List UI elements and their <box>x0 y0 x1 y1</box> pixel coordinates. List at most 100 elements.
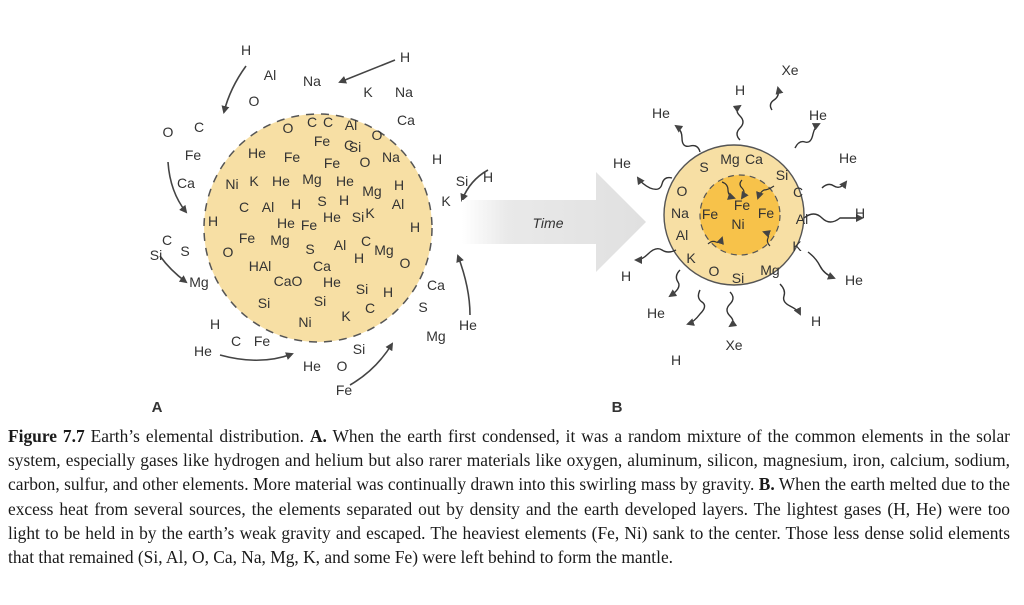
element-symbol: H <box>483 169 493 185</box>
element-symbol: K <box>686 250 696 266</box>
element-symbol: H <box>394 177 404 193</box>
element-symbol: He <box>303 358 321 374</box>
element-symbol: He <box>839 150 857 166</box>
infall-arrow <box>338 59 396 84</box>
element-symbol: S <box>305 241 314 257</box>
element-symbol: He <box>323 274 341 290</box>
element-symbol: He <box>194 343 212 359</box>
element-symbol: O <box>400 255 411 271</box>
element-symbol: Mg <box>426 328 445 344</box>
infall-arrow <box>221 65 247 114</box>
element-symbol: Si <box>150 247 162 263</box>
figure-caption: Figure 7.7 Earth’s elemental distributio… <box>8 424 1010 569</box>
core-arrow <box>707 236 724 245</box>
escape-arrows <box>634 86 864 328</box>
element-symbol: Fe <box>758 205 775 221</box>
element-symbol: He <box>272 173 290 189</box>
element-symbol: Si <box>776 167 788 183</box>
element-symbol: Fe <box>336 382 353 398</box>
escape-arrow <box>636 176 673 191</box>
element-symbol: K <box>341 308 351 324</box>
element-symbol: C <box>365 300 375 316</box>
element-symbol: H <box>383 284 393 300</box>
element-symbol: Ni <box>731 216 744 232</box>
core-arrow <box>721 181 736 200</box>
escape-arrow <box>769 86 784 111</box>
element-symbol: Al <box>264 67 276 83</box>
element-symbol: K <box>365 205 375 221</box>
element-symbol: He <box>336 173 354 189</box>
element-symbol: Si <box>456 173 468 189</box>
element-symbol: Mg <box>374 242 393 258</box>
element-symbol: H <box>811 313 821 329</box>
element-symbol: K <box>249 173 259 189</box>
element-symbol: H <box>241 42 251 58</box>
element-symbol: Si <box>352 209 364 225</box>
element-symbol: Al <box>676 227 688 243</box>
escape-arrow <box>821 180 848 190</box>
element-symbol: H <box>410 219 420 235</box>
element-symbol: Si <box>349 139 361 155</box>
element-symbol: K <box>441 193 451 209</box>
element-symbol: O <box>372 127 383 143</box>
escape-arrow <box>726 291 738 328</box>
element-symbol: He <box>652 105 670 121</box>
escape-arrow <box>668 269 681 298</box>
element-symbol: O <box>283 120 294 136</box>
element-symbol: Fe <box>185 147 202 163</box>
element-symbol: K <box>363 84 373 100</box>
element-symbol: Xe <box>725 337 742 353</box>
element-symbol: He <box>809 107 827 123</box>
element-symbol: He <box>845 272 863 288</box>
infall-arrow <box>159 255 188 284</box>
element-symbol: H <box>354 250 364 266</box>
element-symbol: Fe <box>314 133 331 149</box>
panel-b-label: B <box>612 399 623 416</box>
escape-arrow <box>807 251 836 280</box>
element-symbol: Ca <box>177 175 195 191</box>
core-arrow <box>739 179 749 200</box>
element-symbol: He <box>613 155 631 171</box>
element-symbol: Na <box>382 149 400 165</box>
element-symbol: Fe <box>284 149 301 165</box>
element-symbol: C <box>793 184 803 200</box>
element-symbol: Mg <box>760 262 779 278</box>
element-symbol: C <box>162 232 172 248</box>
caption-label-b: B. <box>758 474 775 495</box>
infall-arrow <box>456 254 471 316</box>
caption-text-2: When the earth first condensed, it was a… <box>8 426 1010 495</box>
element-symbol: O <box>677 183 688 199</box>
element-symbol: Si <box>258 295 270 311</box>
element-symbol: Ca <box>397 112 415 128</box>
element-symbol: Fe <box>301 217 318 233</box>
element-symbol: Si <box>732 270 744 286</box>
element-symbol: Si <box>314 293 326 309</box>
infall-arrow <box>219 352 294 362</box>
element-symbol: He <box>459 317 477 333</box>
element-symbol: O <box>249 93 260 109</box>
element-symbol: H <box>735 82 745 98</box>
early-earth-body <box>203 113 433 343</box>
element-symbol: He <box>277 215 295 231</box>
caption-text-1: Earth’s elemental distribution. <box>84 426 310 446</box>
caption-label-a: A. <box>309 426 327 446</box>
element-symbol: Al <box>796 211 808 227</box>
element-symbol: Al <box>262 199 274 215</box>
element-symbol: Xe <box>781 62 798 78</box>
time-arrow: Time <box>462 172 646 272</box>
element-symbol: Fe <box>324 155 341 171</box>
element-symbol: S <box>699 159 708 175</box>
element-symbol: Ni <box>298 314 311 330</box>
time-label: Time <box>533 215 564 231</box>
element-symbol: Mg <box>270 232 289 248</box>
element-symbol: O <box>709 263 720 279</box>
figure-number: Figure 7.7 <box>8 426 85 446</box>
element-symbol: HAl <box>249 258 272 274</box>
core-arrow <box>756 185 775 200</box>
element-symbol: O <box>360 154 371 170</box>
